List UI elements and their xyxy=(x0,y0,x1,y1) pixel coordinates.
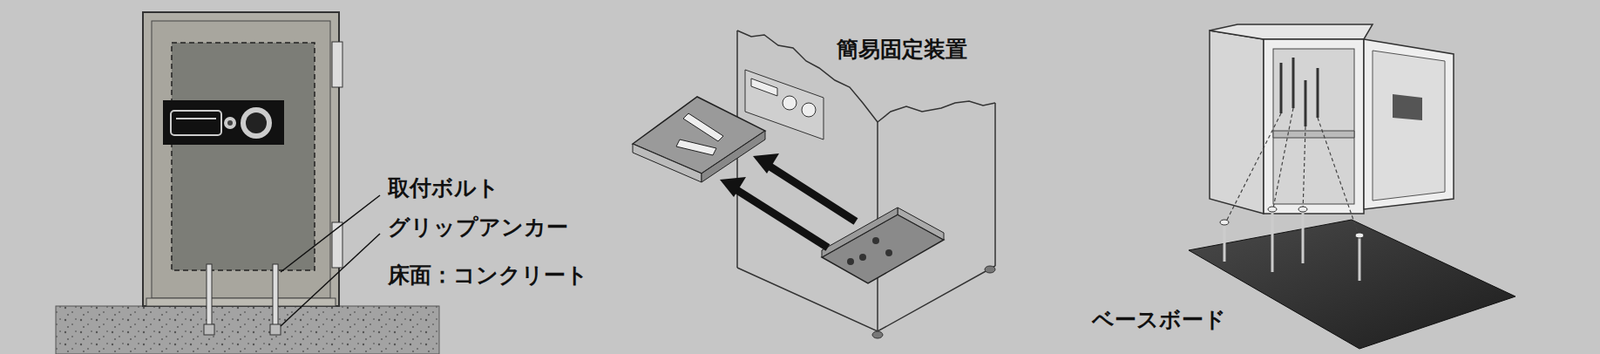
baseboard-label: ベースボード xyxy=(1090,306,1228,333)
floor-label: 床面：コンクリート xyxy=(386,262,590,289)
anchor-label: グリップアンカー xyxy=(386,214,570,241)
bolt-label: 取付ボルト xyxy=(386,175,502,202)
device-title: 簡易固定装置 xyxy=(834,36,970,63)
